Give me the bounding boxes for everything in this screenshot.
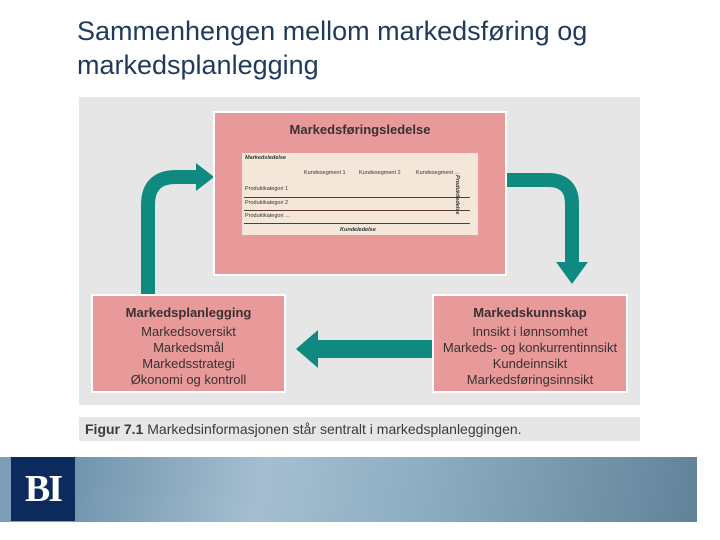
planning-item: Markedsstrategi — [142, 356, 235, 371]
marketing-planning-box: Markedsplanlegging Markedsoversikt Marke… — [91, 294, 286, 393]
matrix-row-line — [244, 223, 470, 224]
market-knowledge-title: Markedskunnskap — [473, 305, 587, 320]
caption-label: Figur 7.1 — [85, 421, 144, 437]
planning-item: Markedsmål — [153, 340, 224, 355]
matrix-row-line — [244, 197, 470, 198]
matrix-row-line — [244, 210, 470, 211]
market-knowledge-box: Markedskunnskap Innsikt i lønnsomhet Mar… — [432, 294, 628, 393]
knowledge-item: Markedsføringsinnsikt — [466, 372, 594, 387]
knowledge-item: Innsikt i lønnsomhet — [472, 324, 588, 339]
arrow-left-head — [296, 330, 318, 368]
matrix-row: Produktkategori 1 — [245, 186, 289, 192]
matrix-column: Kundesegment ... — [416, 170, 460, 176]
matrix-row: Produktkategori ... — [245, 213, 290, 219]
slide-title: Sammenhengen mellom markedsføring og mar… — [77, 16, 588, 80]
matrix-header: Markedsledelse — [245, 155, 286, 161]
arrow-left-shaft — [318, 340, 432, 358]
arrow-up-left-head — [196, 163, 214, 191]
planning-item: Markedsoversikt — [141, 324, 236, 339]
marketing-management-title: Markedsføringsledelse — [289, 122, 431, 137]
management-matrix: Markedsledelse Kundesegment 1 Kundesegme… — [242, 153, 478, 235]
knowledge-item: Markeds- og konkurrentinnsikt — [442, 340, 618, 355]
matrix-column: Kundesegment 1 — [304, 170, 346, 176]
marketing-planning-title: Markedsplanlegging — [125, 305, 252, 320]
caption-text: Markedsinformasjonen står sentralt i mar… — [147, 421, 522, 437]
matrix-row: Produktkategori 2 — [245, 200, 289, 206]
arrow-up-left — [141, 170, 196, 294]
bi-logo: BI — [11, 457, 75, 521]
figure-caption: Figur 7.1 Markedsinformasjonen står sent… — [79, 417, 640, 441]
matrix-bottom-label: Kundeledelse — [340, 227, 376, 233]
knowledge-item: Kundeinnsikt — [492, 356, 568, 371]
footer-photo — [75, 457, 697, 522]
matrix-side-label: Produktledelse — [454, 175, 460, 215]
matrix-column: Kundesegment 2 — [359, 170, 401, 176]
arrow-down-right — [507, 173, 579, 262]
planning-item: Økonomi og kontroll — [130, 372, 247, 387]
arrow-down-right-head — [556, 262, 588, 284]
